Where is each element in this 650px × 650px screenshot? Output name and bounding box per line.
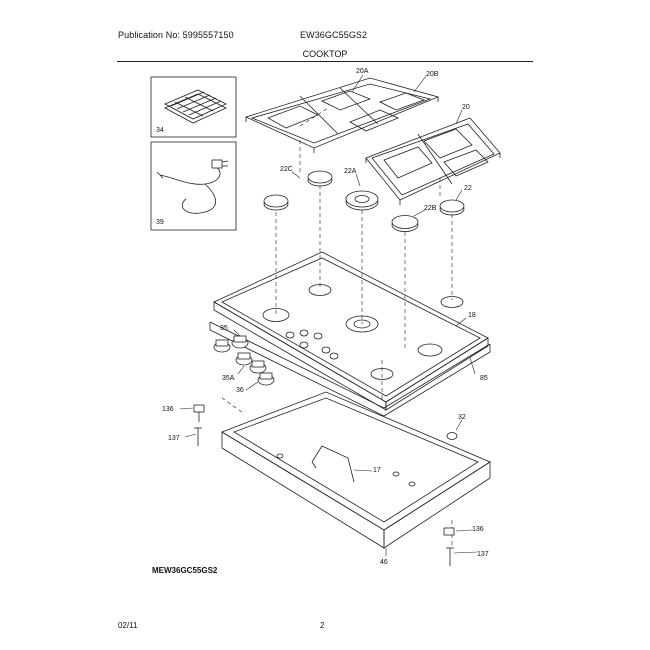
- burner-cap-center: [307, 170, 333, 187]
- griddle-inset-frame: [150, 76, 237, 138]
- burner-cap-22a: [345, 190, 379, 211]
- callout-20a: 20A: [356, 68, 369, 75]
- callout-22a: 22A: [344, 168, 357, 175]
- callout-32: 32: [458, 414, 466, 421]
- burner-cap-22c: [263, 194, 289, 211]
- alignment-lines: [221, 107, 453, 548]
- burner-box: [221, 391, 491, 549]
- callout-22b: 22B: [424, 205, 437, 212]
- bracket-136-right: [443, 527, 455, 536]
- callout-46: 46: [380, 559, 388, 566]
- model-number: EW36GC55GS2: [300, 30, 368, 40]
- callout-36: 36: [236, 387, 244, 394]
- right-grate: [365, 117, 501, 205]
- screw-137-left: [194, 427, 202, 446]
- callout-137-left: 137: [168, 435, 180, 442]
- callout-85: 85: [480, 375, 488, 382]
- callout-35: 35: [220, 325, 228, 332]
- burner-cap-22: [439, 199, 465, 216]
- part-32: [446, 432, 458, 440]
- screw-137-right: [446, 547, 454, 566]
- header-rule: [117, 61, 533, 62]
- callout-22c: 22C: [280, 166, 293, 173]
- leader-lines: [179, 74, 478, 556]
- callout-20b: 20B: [426, 71, 439, 78]
- callout-18: 18: [468, 312, 476, 319]
- callout-labels: 34 39 20A 20B 20 22C 22A 22 22B 18 35 35…: [156, 68, 489, 566]
- callout-39: 39: [156, 219, 164, 226]
- callout-35a: 35A: [222, 375, 235, 382]
- callout-34: 34: [156, 127, 164, 134]
- page-number: 2: [320, 621, 325, 630]
- power-cord-inset-frame: [150, 141, 237, 231]
- bracket-136-left: [193, 404, 205, 422]
- callout-20: 20: [462, 104, 470, 111]
- footer-date: 02/11: [118, 621, 138, 630]
- griddle-inset: [150, 76, 237, 138]
- griddle-plate: [164, 89, 227, 124]
- callout-136-left: 136: [162, 406, 174, 413]
- control-knobs: [213, 335, 275, 386]
- callout-137-right: 137: [477, 551, 489, 558]
- callout-136-right: 136: [472, 526, 484, 533]
- section-title: COOKTOP: [302, 49, 348, 59]
- power-cord-inset: [150, 141, 237, 231]
- callout-17: 17: [373, 467, 381, 474]
- callout-22: 22: [464, 185, 472, 192]
- power-cord: [156, 159, 229, 214]
- left-grate: [244, 77, 440, 153]
- burner-cap-22b: [391, 215, 419, 232]
- footer-model-number: MEW36GC55GS2: [152, 566, 218, 575]
- publication-number: Publication No: 5995557150: [118, 30, 234, 40]
- cooktop-surface: [213, 251, 489, 411]
